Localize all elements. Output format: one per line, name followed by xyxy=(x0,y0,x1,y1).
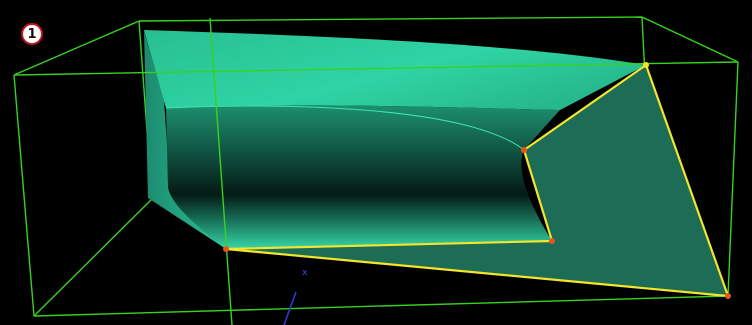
step-number: 1 xyxy=(27,26,37,42)
vertex-point-icon[interactable] xyxy=(643,62,649,68)
planar-face[interactable] xyxy=(226,65,728,296)
selected-edges[interactable] xyxy=(225,63,730,298)
side-wall-face[interactable] xyxy=(144,31,226,249)
step-number-badge-icon: 1 xyxy=(21,23,43,45)
trough-surface[interactable] xyxy=(166,105,560,250)
vertex-point-icon[interactable] xyxy=(725,293,731,299)
axis-label: x xyxy=(302,268,308,278)
ridge-highlight xyxy=(165,105,525,151)
bounding-box-front xyxy=(13,17,739,325)
vertex-point-icon[interactable] xyxy=(223,246,229,252)
vertex-point-icon[interactable] xyxy=(549,238,555,244)
vertex-points[interactable] xyxy=(223,62,731,299)
axis-indicator-icon: x xyxy=(283,268,308,325)
top-surface[interactable] xyxy=(144,30,646,110)
vertex-point-icon[interactable] xyxy=(521,147,527,153)
